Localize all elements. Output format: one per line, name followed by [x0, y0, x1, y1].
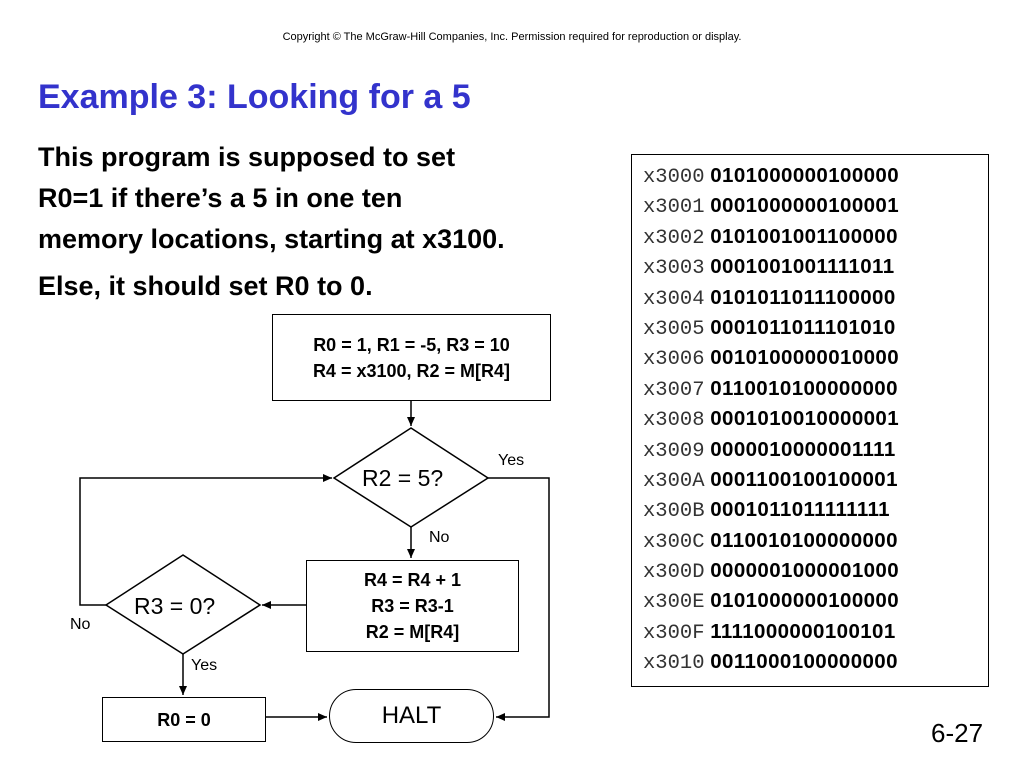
description-line: This program is supposed to set — [38, 142, 456, 172]
no-label-decision1: No — [429, 529, 450, 546]
memory-row: x3000 0101000000100000 — [643, 161, 988, 191]
description-paragraph: This program is supposed to set R0=1 if … — [38, 137, 505, 260]
memory-address: x300A — [643, 469, 705, 493]
memory-instruction-bits: 0110010100000000 — [710, 376, 898, 400]
copyright-notice: Copyright © The McGraw-Hill Companies, I… — [282, 31, 742, 43]
page-number: 6-27 — [931, 718, 984, 748]
init-line: R0 = 1, R1 = -5, R3 = 10 — [313, 334, 510, 355]
update-line: R4 = R4 + 1 — [363, 570, 462, 590]
memory-row: x3005 0001011011101010 — [643, 313, 988, 343]
memory-address: x300C — [643, 530, 705, 554]
update-line: R3 = R3-1 — [371, 596, 454, 616]
memory-instruction-bits: 0000001000001000 — [710, 559, 900, 583]
memory-instruction-bits: 0110010100000000 — [710, 528, 898, 552]
description-line: memory locations, starting at x3100. — [38, 224, 505, 254]
decision2-label: R3 = 0? — [134, 593, 216, 619]
memory-address: x300F — [643, 621, 705, 645]
update-box: R4 = R4 + 1 R3 = R3-1 R2 = M[R4] — [306, 560, 519, 652]
memory-row: x300A 0001100100100001 — [643, 465, 988, 495]
memory-instruction-bits: 0101000000100000 — [710, 589, 900, 613]
memory-instruction-bits: 0101000000100000 — [710, 164, 900, 187]
memory-row: x300E 0101000000100000 — [643, 586, 988, 616]
memory-row: x300F 1111000000100101 — [643, 617, 988, 647]
description-line: R0=1 if there’s a 5 in one ten — [38, 183, 403, 213]
memory-address: x300D — [643, 561, 705, 585]
set-zero-label: R0 = 0 — [157, 709, 211, 730]
memory-row: x3009 0000010000001111 — [643, 435, 988, 465]
update-line: R2 = M[R4] — [365, 622, 460, 642]
memory-row: x3002 0101001001100000 — [643, 222, 988, 252]
memory-address: x3002 — [643, 226, 705, 250]
memory-address: x300E — [643, 591, 705, 615]
memory-row: x3007 0110010100000000 — [643, 374, 988, 404]
arrow-decision1-yes-to-halt — [488, 477, 550, 721]
else-paragraph: Else, it should set R0 to 0. — [38, 271, 373, 301]
memory-address: x3010 — [643, 652, 705, 676]
memory-address: x3006 — [643, 348, 705, 372]
memory-instruction-bits: 0001001001111011 — [710, 255, 895, 279]
arrow-decision2-no-loop — [79, 474, 332, 606]
memory-row: x300C 0110010100000000 — [643, 526, 988, 556]
memory-address: x3005 — [643, 317, 705, 341]
decision1-label: R2 = 5? — [362, 465, 444, 491]
yes-label-decision1: Yes — [498, 452, 525, 469]
memory-instruction-bits: 0010100000010000 — [710, 346, 900, 370]
init-line: R4 = x3100, R2 = M[R4] — [312, 360, 511, 381]
memory-row: x3008 0001010010000001 — [643, 404, 988, 434]
memory-row: x3006 0010100000010000 — [643, 343, 988, 373]
memory-row: x3003 0001001001111011 — [643, 252, 988, 282]
memory-instruction-bits: 0000010000001111 — [710, 437, 896, 461]
memory-instruction-bits: 0001011011101010 — [710, 315, 896, 339]
memory-address: x3000 — [643, 166, 705, 189]
memory-instruction-bits: 0101001001100000 — [710, 224, 898, 248]
memory-instruction-bits: 0001011011111111 — [710, 498, 890, 522]
memory-address: x3008 — [643, 409, 705, 433]
slide-title: Example 3: Looking for a 5 — [38, 78, 471, 116]
halt-label: HALT — [381, 702, 442, 729]
init-box: R0 = 1, R1 = -5, R3 = 10 R4 = x3100, R2 … — [272, 314, 551, 401]
memory-row: x3001 0001000000100001 — [643, 191, 988, 221]
no-label-decision2: No — [70, 616, 91, 633]
memory-instruction-bits: 0101011011100000 — [710, 285, 896, 309]
memory-address: x3001 — [643, 196, 705, 220]
memory-instruction-bits: 0001100100100001 — [710, 467, 898, 491]
memory-address: x3009 — [643, 439, 705, 463]
memory-address: x300B — [643, 500, 705, 524]
memory-instruction-bits: 0011000100000000 — [710, 650, 898, 674]
memory-instruction-bits: 0001000000100001 — [710, 194, 900, 218]
memory-row: x3004 0101011011100000 — [643, 283, 988, 313]
memory-instruction-bits: 1111000000100101 — [710, 619, 896, 643]
memory-address: x3004 — [643, 287, 705, 311]
memory-row: x300D 0000001000001000 — [643, 556, 988, 586]
yes-label-decision2: Yes — [191, 657, 218, 674]
set-zero-box: R0 = 0 — [102, 697, 266, 742]
memory-address: x3003 — [643, 257, 705, 281]
memory-instruction-bits: 0001010010000001 — [710, 407, 900, 431]
halt-terminal: HALT — [329, 689, 494, 743]
memory-row: x300B 0001011011111111 — [643, 495, 988, 525]
memory-row: x3010 0011000100000000 — [643, 647, 988, 677]
memory-address: x3007 — [643, 378, 705, 402]
